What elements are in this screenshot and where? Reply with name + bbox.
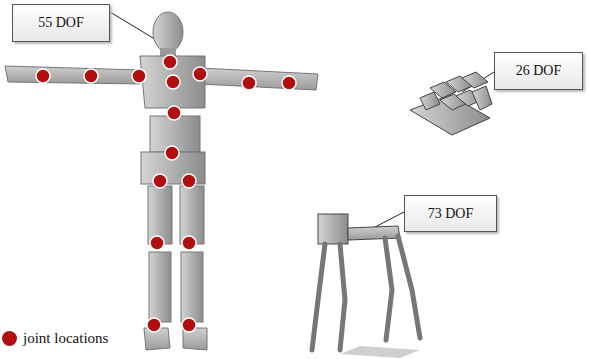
dof-label: 73 DOF: [428, 206, 474, 222]
legend-text: joint locations: [23, 330, 108, 347]
dof-label: 55 DOF: [38, 15, 84, 31]
callout-box: 55 DOF: [12, 4, 110, 42]
dof-label: 26 DOF: [516, 63, 562, 79]
humanoid-model: [5, 12, 318, 350]
quadruped-model: [312, 214, 420, 358]
callout-box: 26 DOF: [494, 52, 583, 90]
legend-swatch: [2, 331, 17, 346]
legend-entry: joint locations: [2, 330, 108, 347]
hand-model: [410, 72, 492, 135]
callout-box: 73 DOF: [404, 195, 497, 232]
